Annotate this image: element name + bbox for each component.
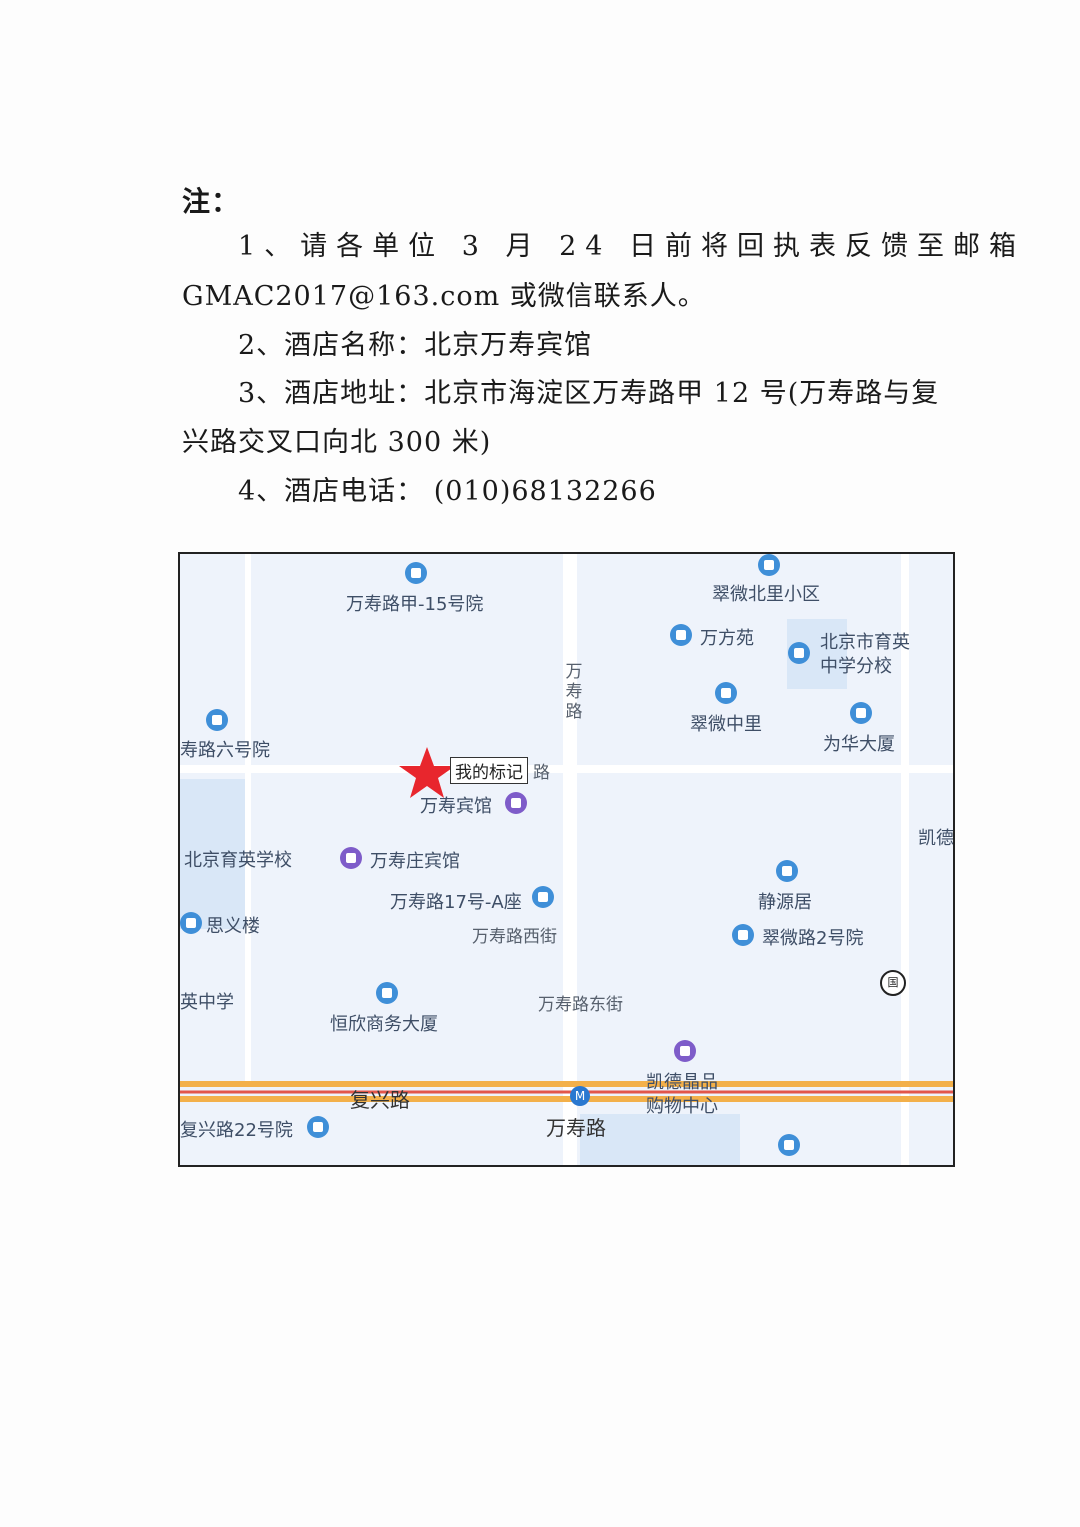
metro-station-label: 万寿路 <box>546 1116 606 1140</box>
place-label: 中学分校 <box>820 656 892 677</box>
note-3-line-1: 3、酒店地址：北京市海淀区万寿路甲 12 号(万寿路与复 <box>238 378 940 409</box>
residence-icon <box>206 709 228 731</box>
place-label: 北京育英学校 <box>184 850 292 871</box>
place-label: 凯德晶品 <box>646 1072 718 1093</box>
road-label: 万寿路东街 <box>538 995 623 1015</box>
road-label: 路 <box>533 763 550 783</box>
school-icon <box>180 912 202 934</box>
note-3-line-2: 兴路交叉口向北 300 米) <box>182 427 492 458</box>
residence-icon <box>758 554 780 576</box>
building-icon <box>532 886 554 908</box>
note-1-line-1: 1、请各单位 3 月 24 日前将回执表反馈至邮箱 <box>238 231 1026 262</box>
note-1-line-2: GMAC2017@163.com 或微信联系人。 <box>182 281 706 312</box>
road-label: 万寿路西街 <box>472 927 557 947</box>
place-label: 翠微中里 <box>690 714 762 735</box>
star-marker-icon <box>399 747 455 798</box>
school-icon <box>788 642 810 664</box>
residence-icon <box>776 860 798 882</box>
residence-icon <box>732 924 754 946</box>
place-label: 翠微路2号院 <box>762 928 864 949</box>
road-label: 复兴路 <box>350 1088 410 1112</box>
residence-icon <box>715 682 737 704</box>
residence-icon <box>405 562 427 584</box>
road-label: 万寿路 <box>565 662 583 722</box>
place-label: 静源居 <box>758 892 812 913</box>
place-label: 北京市育英 <box>820 632 910 653</box>
place-label: 恒欣商务大厦 <box>330 1014 438 1035</box>
my-marker-label: 我的标记 <box>450 757 528 784</box>
map-base <box>180 554 953 1165</box>
place-label: 寿路六号院 <box>180 740 270 761</box>
location-map: 万寿路甲-15号院 翠微北里小区 万方苑 北京市育英 中学分校 万寿路 翠微中里… <box>178 552 955 1167</box>
note-2: 2、酒店名称：北京万寿宾馆 <box>238 330 593 361</box>
place-label: 为华大厦 <box>823 734 895 755</box>
building-icon <box>850 702 872 724</box>
shopping-icon <box>674 1040 696 1062</box>
note-4: 4、酒店电话： (010)68132266 <box>238 476 657 507</box>
metro-station-icon: M <box>570 1086 590 1106</box>
residence-icon <box>670 624 692 646</box>
residence-icon <box>778 1134 800 1156</box>
hotel-icon <box>505 792 527 814</box>
place-label: 万寿庄宾馆 <box>370 851 460 872</box>
stamp-icon: 国 <box>880 970 906 996</box>
place-label: 万寿路甲-15号院 <box>346 594 484 615</box>
notes-heading: 注： <box>182 185 241 218</box>
place-label: 思义楼 <box>206 916 260 937</box>
place-label: 万寿宾馆 <box>420 796 492 817</box>
place-label: 凯德 <box>918 828 954 849</box>
hotel-icon <box>340 847 362 869</box>
place-label: 万寿路17号-A座 <box>390 892 522 913</box>
place-label: 万方苑 <box>700 628 754 649</box>
notes-section: 注： 1、请各单位 3 月 24 日前将回执表反馈至邮箱 GMAC2017@16… <box>0 0 1080 540</box>
place-label: 英中学 <box>180 992 234 1013</box>
place-label: 复兴路22号院 <box>180 1120 293 1141</box>
place-label: 购物中心 <box>646 1096 718 1117</box>
residence-icon <box>307 1116 329 1138</box>
building-icon <box>376 982 398 1004</box>
place-label: 翠微北里小区 <box>712 584 820 605</box>
